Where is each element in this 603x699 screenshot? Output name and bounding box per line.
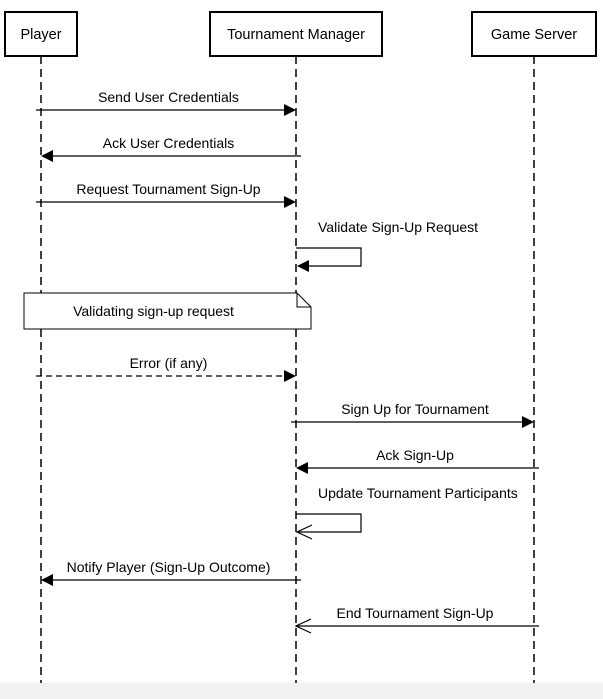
actor-label-tm: Tournament Manager xyxy=(227,27,365,43)
note-fold xyxy=(296,293,311,308)
note-box xyxy=(23,292,312,330)
actor-box-player xyxy=(4,11,78,57)
self-message-label: Update Tournament Participants xyxy=(318,485,518,501)
actor-box-tm xyxy=(209,11,383,57)
message-label: Send User Credentials xyxy=(98,89,239,105)
arrowhead-filled xyxy=(297,260,309,272)
arrowhead-filled xyxy=(284,370,296,382)
diagram-svg: Player Tournament Manager Game ServerSend … xyxy=(4,11,597,683)
arrowhead-filled xyxy=(284,104,296,116)
self-message-line xyxy=(296,247,362,267)
arrowhead-filled xyxy=(522,416,534,428)
message-label: Ack User Credentials xyxy=(103,135,235,151)
message-label: Request Tournament Sign-Up xyxy=(76,181,260,197)
arrowhead-open xyxy=(294,618,312,634)
message-label: Error (if any) xyxy=(130,355,208,371)
arrowhead-filled xyxy=(41,574,53,586)
self-message-label: Validate Sign-Up Request xyxy=(318,219,478,235)
message-label: Ack Sign-Up xyxy=(376,447,454,463)
self-message-line xyxy=(296,513,362,533)
actor-label-gs: Game Server xyxy=(491,27,577,43)
message-label: Notify Player (Sign-Up Outcome) xyxy=(67,559,271,575)
actor-label-player: Player xyxy=(20,27,61,43)
actor-box-gs xyxy=(471,11,597,57)
message-label: End Tournament Sign-Up xyxy=(337,605,494,621)
note-label: Validating sign-up request xyxy=(73,303,234,319)
arrowhead-filled xyxy=(284,196,296,208)
message-label: Sign Up for Tournament xyxy=(341,401,489,417)
arrowhead-open xyxy=(295,524,313,540)
arrowhead-filled xyxy=(296,462,308,474)
arrowhead-filled xyxy=(41,150,53,162)
